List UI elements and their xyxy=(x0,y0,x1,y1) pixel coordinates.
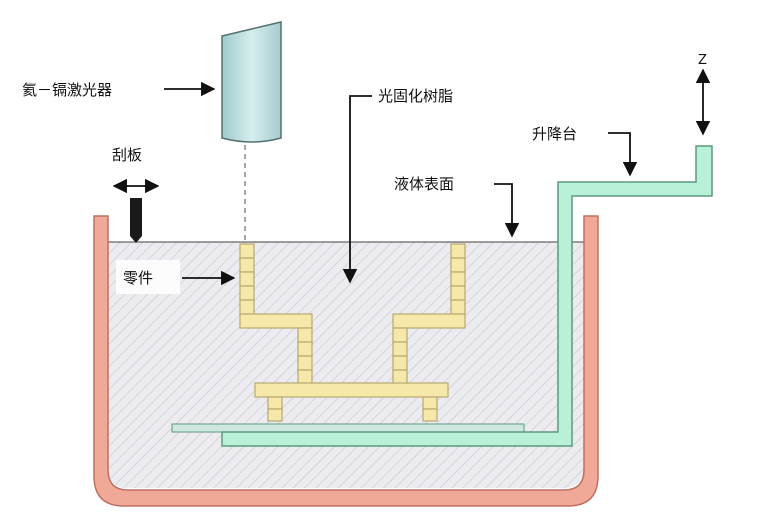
build-plate xyxy=(171,423,525,433)
resin-label: 光固化树脂 xyxy=(378,87,453,105)
part xyxy=(239,243,466,422)
resin-leader-arrow xyxy=(342,95,372,284)
scraper-blade xyxy=(130,198,142,243)
elevator-platform xyxy=(221,145,713,447)
laser-device xyxy=(221,21,282,143)
surface-leader-arrow xyxy=(494,183,520,238)
platform-leader-arrow xyxy=(608,132,638,177)
part-label: 零件 xyxy=(123,269,153,287)
laser-label: 氦－镉激光器 xyxy=(22,81,112,99)
platform-label: 升降台 xyxy=(532,125,577,143)
part-label-bg xyxy=(116,260,180,294)
scraper-label: 刮板 xyxy=(112,146,142,164)
surface-label: 液体表面 xyxy=(394,175,454,193)
resin-vat xyxy=(93,215,599,507)
z-axis-label: Z xyxy=(698,53,707,68)
